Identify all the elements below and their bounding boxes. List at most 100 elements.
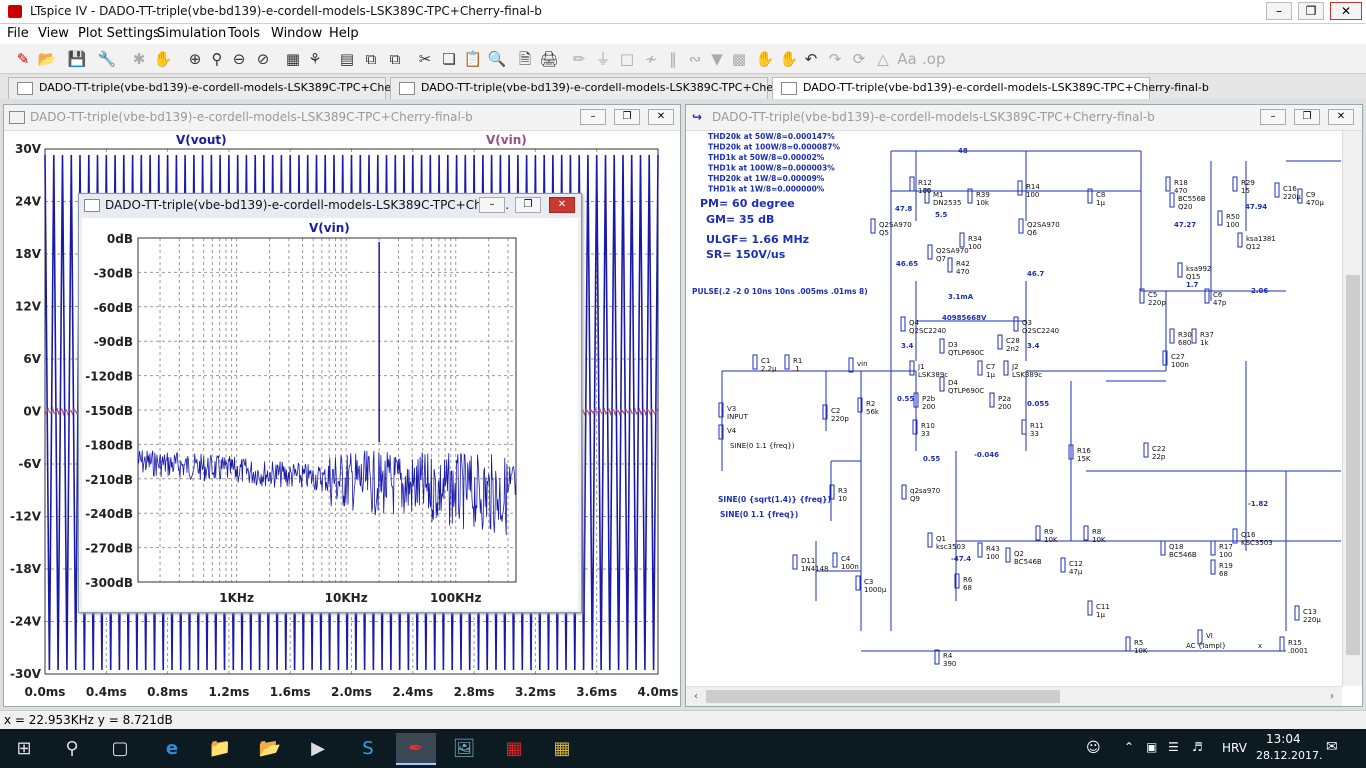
print-icon[interactable]: 🖨 (539, 50, 559, 68)
tile-horizontal-icon[interactable]: ▤ (339, 50, 355, 68)
wire-icon[interactable]: ✏ (572, 50, 586, 68)
scroll-left-arrow[interactable]: ‹ (694, 691, 698, 702)
move-icon[interactable]: ✋ (755, 50, 775, 68)
fft-minimize-button[interactable]: – (479, 197, 505, 213)
language-indicator[interactable]: HRV (1222, 741, 1247, 755)
schematic-close-button[interactable]: ✕ (1328, 109, 1354, 125)
folder-icon[interactable]: 📂 (258, 738, 282, 759)
waveform-window-titlebar: DADO-TT-triple(vbe-bd139)-e-cordell-mode… (4, 105, 680, 131)
spice-directive-icon[interactable]: .op (922, 50, 946, 68)
schematic-minimize-button[interactable]: – (1260, 109, 1286, 125)
close-button[interactable]: ✕ (1330, 2, 1362, 20)
task-view-icon[interactable]: ▢ (111, 738, 129, 759)
cut-icon[interactable]: ✂ (418, 50, 432, 68)
redo-icon[interactable]: ↷ (828, 50, 842, 68)
label-net-icon[interactable]: □ (619, 50, 635, 68)
fft-restore-button[interactable]: ❐ (515, 197, 541, 213)
text-icon[interactable]: Aa (897, 50, 917, 68)
waveform-minimize-button[interactable]: – (580, 109, 606, 125)
find-icon[interactable]: 🔍 (487, 50, 507, 68)
save-icon[interactable]: 💾 (67, 50, 87, 68)
menu-window[interactable]: Window (271, 26, 323, 41)
autorange-icon[interactable]: ▦ (285, 50, 301, 68)
trace-label-vout[interactable]: V(vout) (176, 133, 227, 147)
trace-label-vin[interactable]: V(vin) (486, 133, 527, 147)
menu-view[interactable]: View (38, 26, 69, 41)
ltspice-taskbar-icon[interactable]: ✒ (396, 733, 436, 765)
zoom-cancel-icon[interactable]: ⊘ (256, 50, 270, 68)
schematic-canvas[interactable]: THD20k at 50W/8=0.000147%THD20k at 100W/… (686, 131, 1342, 686)
diode-icon[interactable]: ▼ (711, 50, 723, 68)
zoom-in-icon[interactable]: ⊕ (188, 50, 202, 68)
component-value: Q15 (1186, 273, 1200, 281)
notifications-icon[interactable]: ✉ (1326, 739, 1338, 755)
schematic-vertical-scrollbar[interactable] (1342, 131, 1362, 686)
waveform-close-button[interactable]: ✕ (648, 109, 674, 125)
capacitor-icon[interactable]: ‖ (669, 50, 677, 68)
network-icon[interactable]: ☰ (1168, 740, 1179, 754)
clock-time[interactable]: 13:04 (1266, 732, 1301, 746)
windows-start-icon[interactable]: ⊞ (16, 738, 32, 759)
chevron-up-icon[interactable]: ⌃ (1124, 740, 1135, 754)
tab-schematic-1[interactable]: DADO-TT-triple(vbe-bd139)-e-cordell-mode… (8, 77, 445, 99)
drag-icon[interactable]: ✋ (779, 50, 799, 68)
component-value: 100 (1026, 191, 1039, 199)
component-label: Q2SA970 (879, 221, 912, 229)
mirror-icon[interactable]: △ (877, 50, 889, 68)
copy-icon[interactable]: ❏ (442, 50, 456, 68)
schematic-restore-button[interactable]: ❐ (1294, 109, 1320, 125)
menu-plot-settings[interactable]: Plot Settings (78, 26, 160, 41)
people-icon[interactable]: ☺ (1086, 740, 1101, 756)
menu-help[interactable]: Help (329, 26, 359, 41)
waveform-restore-button[interactable]: ❐ (614, 109, 640, 125)
horizontal-scroll-thumb[interactable] (706, 690, 1060, 703)
fft-trace-label[interactable]: V(vin) (309, 221, 350, 235)
image-viewer-icon[interactable]: 🖼 (452, 738, 476, 759)
component-symbol (1125, 636, 1131, 652)
pick-traces-icon[interactable]: ⚘ (308, 50, 322, 68)
file-explorer-icon[interactable]: 📁 (208, 738, 232, 759)
menu-file[interactable]: File (7, 26, 29, 41)
inductor-icon[interactable]: ∾ (688, 50, 702, 68)
close-window-icon[interactable]: ⧉ (389, 50, 401, 68)
fft-close-button[interactable]: ✕ (549, 197, 575, 213)
component-symbol (1005, 547, 1011, 563)
minimize-button[interactable]: – (1266, 2, 1292, 20)
run-icon[interactable]: ✱ (132, 50, 146, 68)
open-folder-icon[interactable]: 📂 (37, 50, 57, 68)
restore-button[interactable]: ❐ (1298, 2, 1324, 20)
tab-waveform[interactable]: DADO-TT-triple(vbe-bd139)-e-cordell-mode… (390, 77, 827, 99)
media-player-icon[interactable]: ▶ (311, 738, 325, 759)
undo-icon[interactable]: ↶ (804, 50, 818, 68)
ground-icon[interactable]: ⏚ (595, 50, 611, 68)
schematic-horizontal-scrollbar[interactable]: ‹ › (686, 686, 1342, 706)
tab-schematic-2[interactable]: DADO-TT-triple(vbe-bd139)-e-cordell-mode… (772, 77, 1209, 99)
search-icon[interactable]: ⚲ (65, 738, 79, 759)
component-value: 68 (1219, 570, 1228, 578)
app-icon[interactable]: ▦ (553, 738, 571, 759)
zoom-pan-icon[interactable]: ⚲ (211, 50, 223, 68)
clock-date[interactable]: 28.12.2017. (1256, 749, 1323, 762)
menu-simulation[interactable]: Simulation (157, 26, 227, 41)
battery-icon[interactable]: ▣ (1146, 740, 1158, 754)
component-symbol (1279, 636, 1285, 652)
print-preview-icon[interactable]: 🗎 (518, 50, 532, 68)
menu-tools[interactable]: Tools (228, 26, 261, 41)
rotate-icon[interactable]: ⟳ (852, 50, 866, 68)
skype-icon[interactable]: S (362, 738, 374, 759)
zoom-out-icon[interactable]: ⊖ (232, 50, 246, 68)
vertical-scroll-thumb[interactable] (1346, 275, 1360, 655)
fft-plot[interactable]: V(vin) 0dB-30dB-60dB-90dB-120dB-150dB-18… (82, 218, 578, 610)
cascade-icon[interactable]: ⧉ (365, 50, 377, 68)
edge-icon[interactable]: e (165, 738, 179, 759)
paste-icon[interactable]: 📋 (463, 50, 483, 68)
scroll-right-arrow[interactable]: › (1330, 691, 1334, 702)
halt-icon[interactable]: ✋ (153, 50, 173, 68)
resistor-icon[interactable]: ≁ (644, 50, 658, 68)
component-symbol (1210, 559, 1216, 575)
volume-icon[interactable]: ♬ (1192, 740, 1203, 754)
acrobat-icon[interactable]: ▦ (505, 738, 523, 759)
control-panel-icon[interactable]: 🔧 (97, 50, 117, 68)
open-icon[interactable]: ✎ (16, 50, 30, 68)
component-icon[interactable]: ▩ (731, 50, 747, 68)
